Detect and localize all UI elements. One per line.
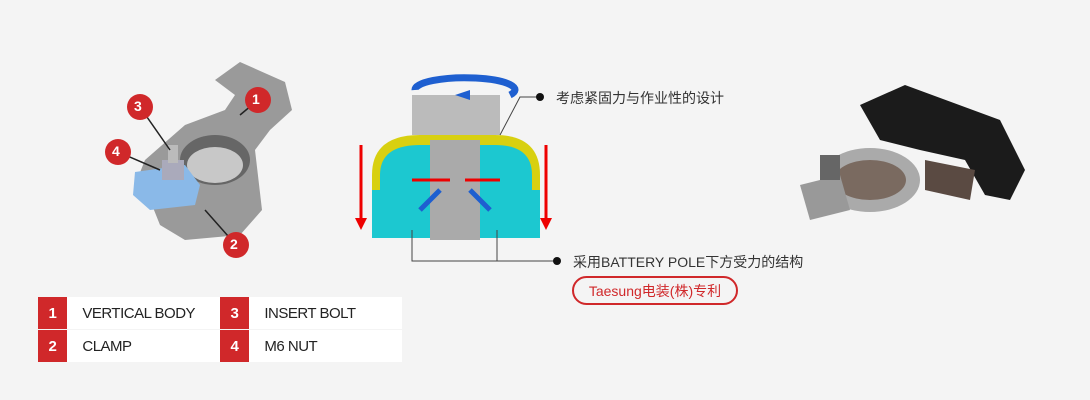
marker-2: 2 bbox=[230, 236, 238, 252]
callout-lines bbox=[411, 93, 561, 265]
legend-number: 3 bbox=[220, 297, 250, 329]
parts-legend-table: 1 VERTICAL BODY 3 INSERT BOLT 2 CLAMP 4 … bbox=[38, 297, 402, 363]
callout-fastening-design: 考虑紧固力与作业性的设计 bbox=[556, 90, 724, 106]
patent-badge: Taesung电装(株)专利 bbox=[572, 276, 738, 305]
legend-label: INSERT BOLT bbox=[264, 304, 356, 322]
marker-1: 1 bbox=[252, 91, 260, 107]
legend-row: 1 VERTICAL BODY 3 INSERT BOLT bbox=[38, 297, 402, 329]
marker-3: 3 bbox=[134, 98, 142, 114]
marker-4: 4 bbox=[112, 143, 120, 159]
legend-row: 2 CLAMP 4 M6 NUT bbox=[38, 330, 402, 362]
legend-label: M6 NUT bbox=[264, 337, 318, 355]
part-markers bbox=[105, 87, 271, 258]
legend-label: VERTICAL BODY bbox=[82, 304, 196, 322]
legend-number: 1 bbox=[38, 297, 68, 329]
legend-label: CLAMP bbox=[82, 337, 132, 355]
cross-section-diagram bbox=[355, 74, 552, 240]
terminal-product-image bbox=[800, 85, 1025, 220]
legend-number: 2 bbox=[38, 330, 68, 362]
callout-pole-force-structure: 采用BATTERY POLE下方受力的结构 bbox=[573, 254, 804, 270]
legend-number: 4 bbox=[220, 330, 250, 362]
terminal-clamp-image bbox=[133, 62, 292, 240]
